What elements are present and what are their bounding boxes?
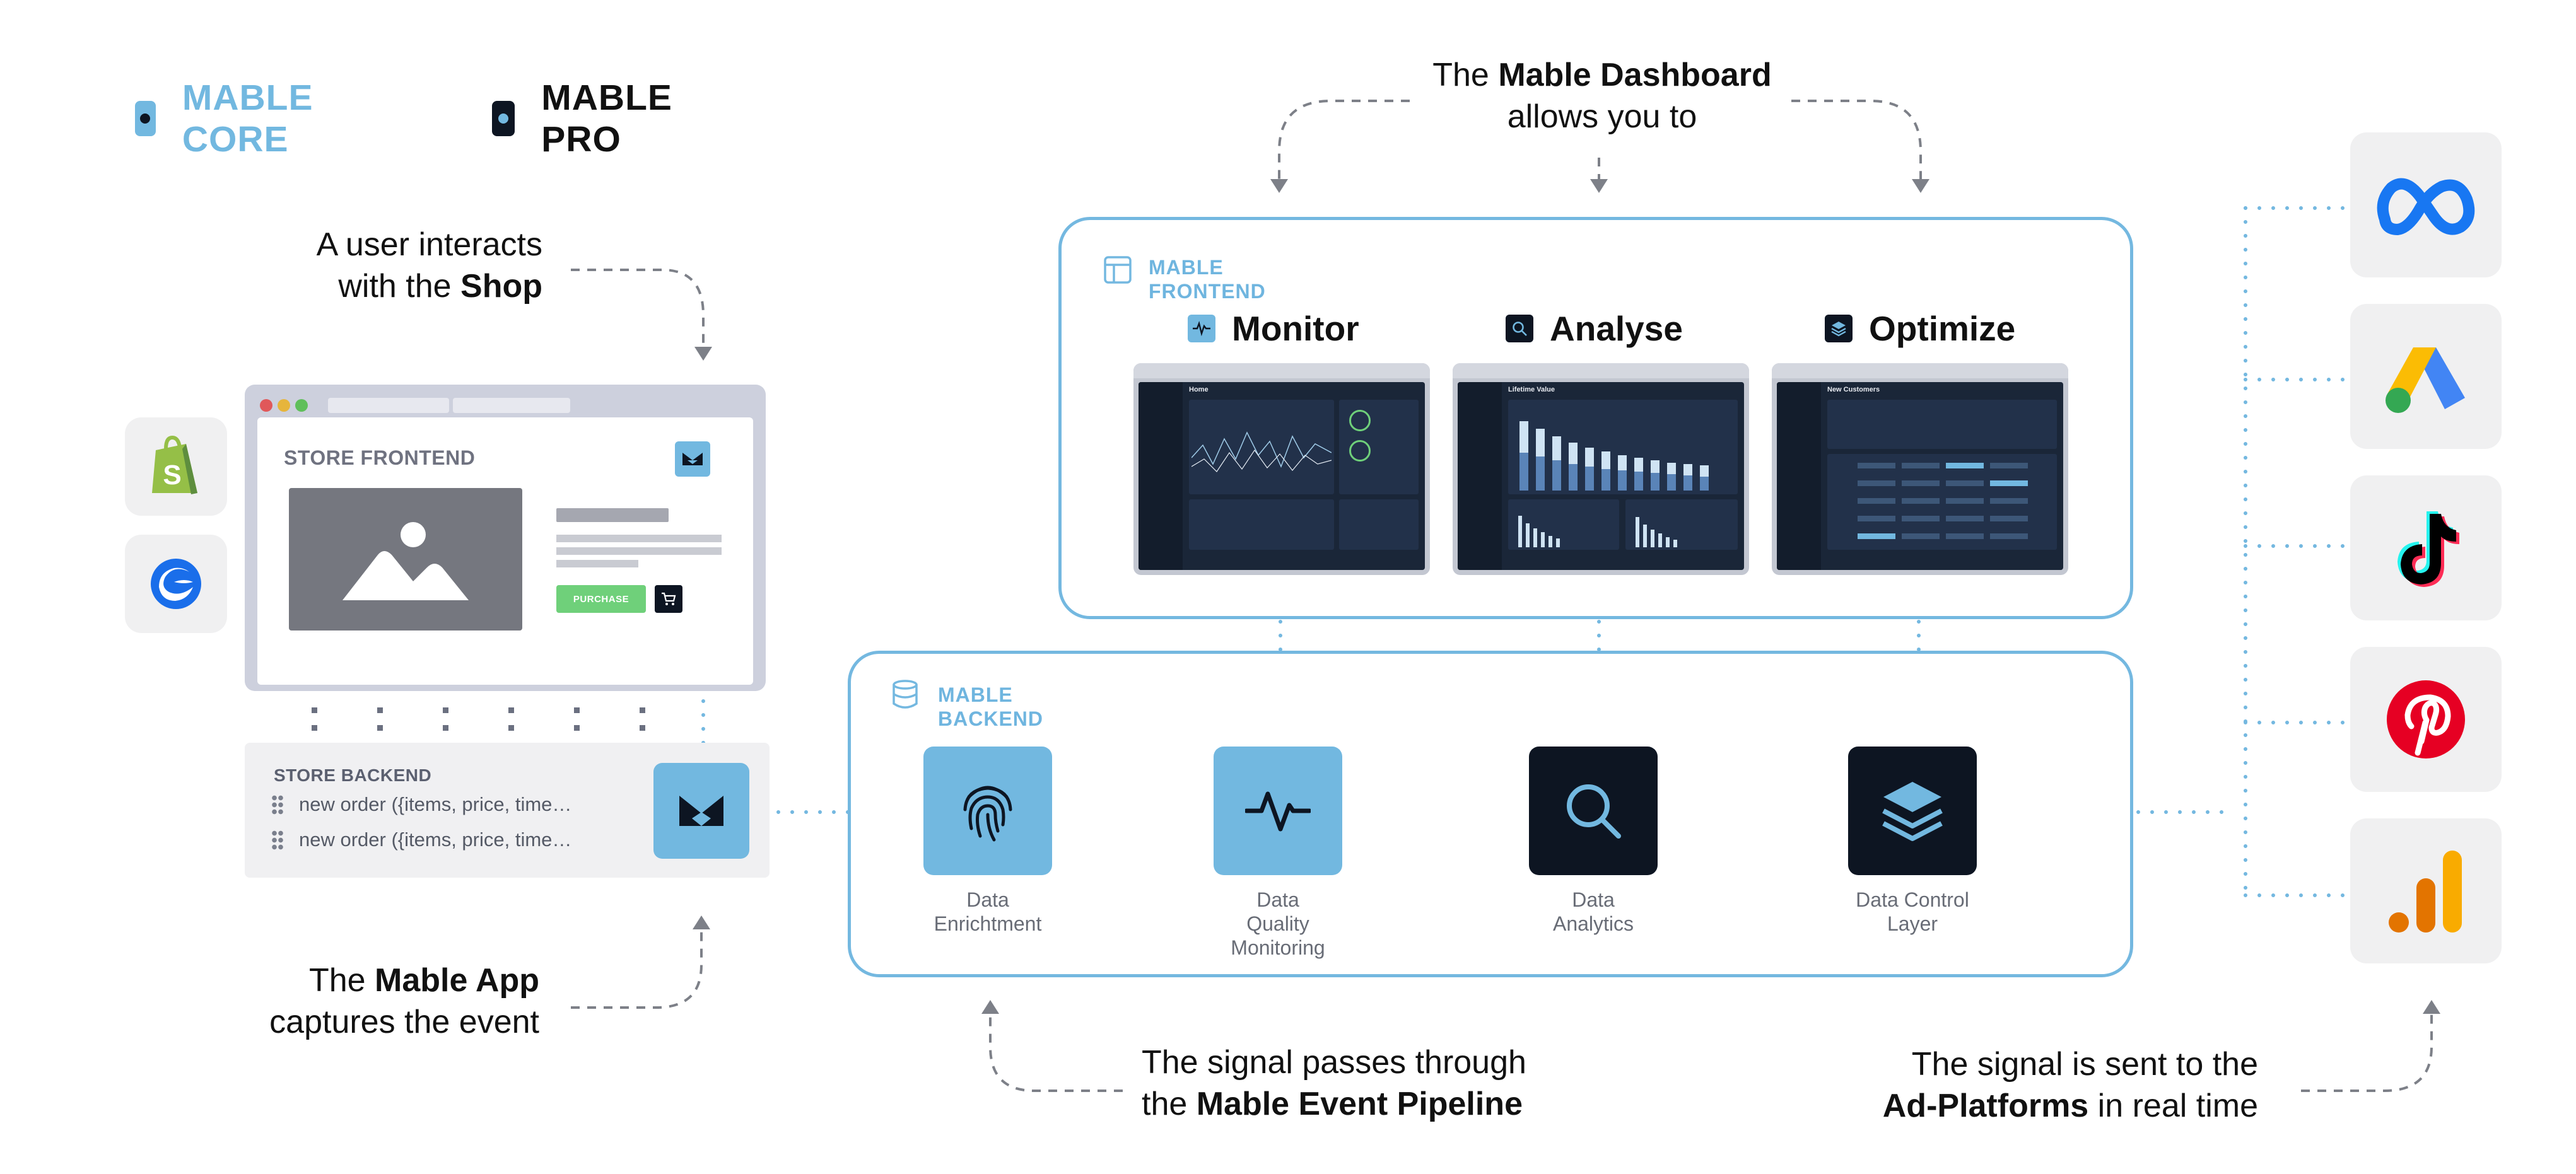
- adplatforms-caption: The signal is sent to the Ad-Platforms i…: [1882, 1046, 2258, 1124]
- pulse-icon: [1245, 791, 1311, 832]
- shopware-icon: [151, 559, 201, 609]
- legend-pro: MABLE PRO: [492, 77, 685, 160]
- database-icon: [893, 680, 918, 709]
- svg-text:S: S: [163, 460, 181, 491]
- order-row: new order ({items, price, time…: [271, 793, 571, 816]
- layers-icon: [1825, 315, 1853, 342]
- drag-handle-icon: [271, 794, 284, 815]
- data-control-layer-stage: [1848, 747, 1977, 875]
- analyse-dashboard-screenshot: Lifetime Value: [1453, 363, 1749, 575]
- pinterest-tile: [2350, 647, 2502, 792]
- meta-tile: [2350, 132, 2502, 277]
- meta-icon: [2377, 178, 2475, 235]
- store-frontend-page: STORE FRONTEND PURCHASE: [257, 417, 753, 685]
- pulse-icon: [1188, 315, 1215, 342]
- layers-icon: [1882, 782, 1943, 841]
- pinterest-icon: [2387, 680, 2465, 758]
- legend-pro-label: MABLE PRO: [541, 78, 672, 160]
- window-minimize-icon: [278, 399, 290, 412]
- layout-icon: [1104, 256, 1132, 284]
- product-image: [289, 488, 522, 631]
- browser-tab: [328, 398, 449, 413]
- product-title-placeholder: [556, 508, 669, 522]
- tiktok-icon: [2397, 511, 2459, 587]
- google-analytics-icon: [2389, 851, 2462, 933]
- fingerprint-icon: [963, 786, 1012, 842]
- window-maximize-icon: [295, 399, 308, 412]
- store-browser-window: STORE FRONTEND PURCHASE: [245, 385, 766, 691]
- shop-caption: A user interacts with the Shop: [316, 226, 542, 305]
- google-ads-icon: [2386, 347, 2465, 413]
- product-text-placeholder: [556, 560, 638, 567]
- store-frontend-label: STORE FRONTEND: [284, 446, 476, 469]
- legend-core: MABLE CORE: [135, 77, 328, 160]
- data-analytics-stage: [1529, 747, 1658, 875]
- window-close-icon: [260, 399, 272, 412]
- cart-icon: [662, 592, 676, 605]
- cart-button[interactable]: [655, 585, 682, 613]
- shopify-icon: S: [152, 435, 197, 494]
- dashboard-caption: The Mable Dashboard allows you to: [1432, 57, 1772, 135]
- core-swatch-icon: [135, 101, 156, 136]
- search-icon: [1567, 784, 1621, 839]
- data-enrichment-stage: [923, 747, 1052, 875]
- store-backend-label: STORE BACKEND: [274, 765, 432, 785]
- optimize-dashboard-screenshot: New Customers: [1772, 363, 2068, 575]
- store-link-dots: [312, 707, 645, 731]
- order-row: new order ({items, price, time…: [271, 828, 571, 851]
- optimize-heading: Optimize: [1825, 308, 2015, 349]
- analyse-heading: Analyse: [1506, 308, 1683, 349]
- app-caption: The Mable App captures the event: [269, 962, 539, 1040]
- pipeline-caption: The signal passes through the Mable Even…: [1142, 1044, 1526, 1122]
- google-analytics-tile: [2350, 818, 2502, 963]
- mable-pixel-icon: [675, 441, 710, 477]
- purchase-button[interactable]: PURCHASE: [556, 585, 646, 613]
- monitor-heading: Monitor: [1188, 308, 1359, 349]
- mable-app-icon: [653, 763, 749, 859]
- shopify-tile: S: [125, 417, 227, 516]
- tiktok-tile: [2350, 475, 2502, 620]
- product-text-placeholder: [556, 547, 722, 555]
- product-text-placeholder: [556, 535, 722, 542]
- drag-handle-icon: [271, 830, 284, 850]
- google-ads-tile: [2350, 304, 2502, 449]
- legend-core-label: MABLE CORE: [182, 78, 313, 160]
- shopware-tile: [125, 535, 227, 633]
- monitor-dashboard-screenshot: Home: [1133, 363, 1430, 575]
- pro-swatch-icon: [492, 101, 515, 136]
- search-icon: [1506, 315, 1533, 342]
- data-quality-stage: [1214, 747, 1342, 875]
- image-placeholder-icon: [342, 522, 469, 600]
- browser-tab: [453, 398, 570, 413]
